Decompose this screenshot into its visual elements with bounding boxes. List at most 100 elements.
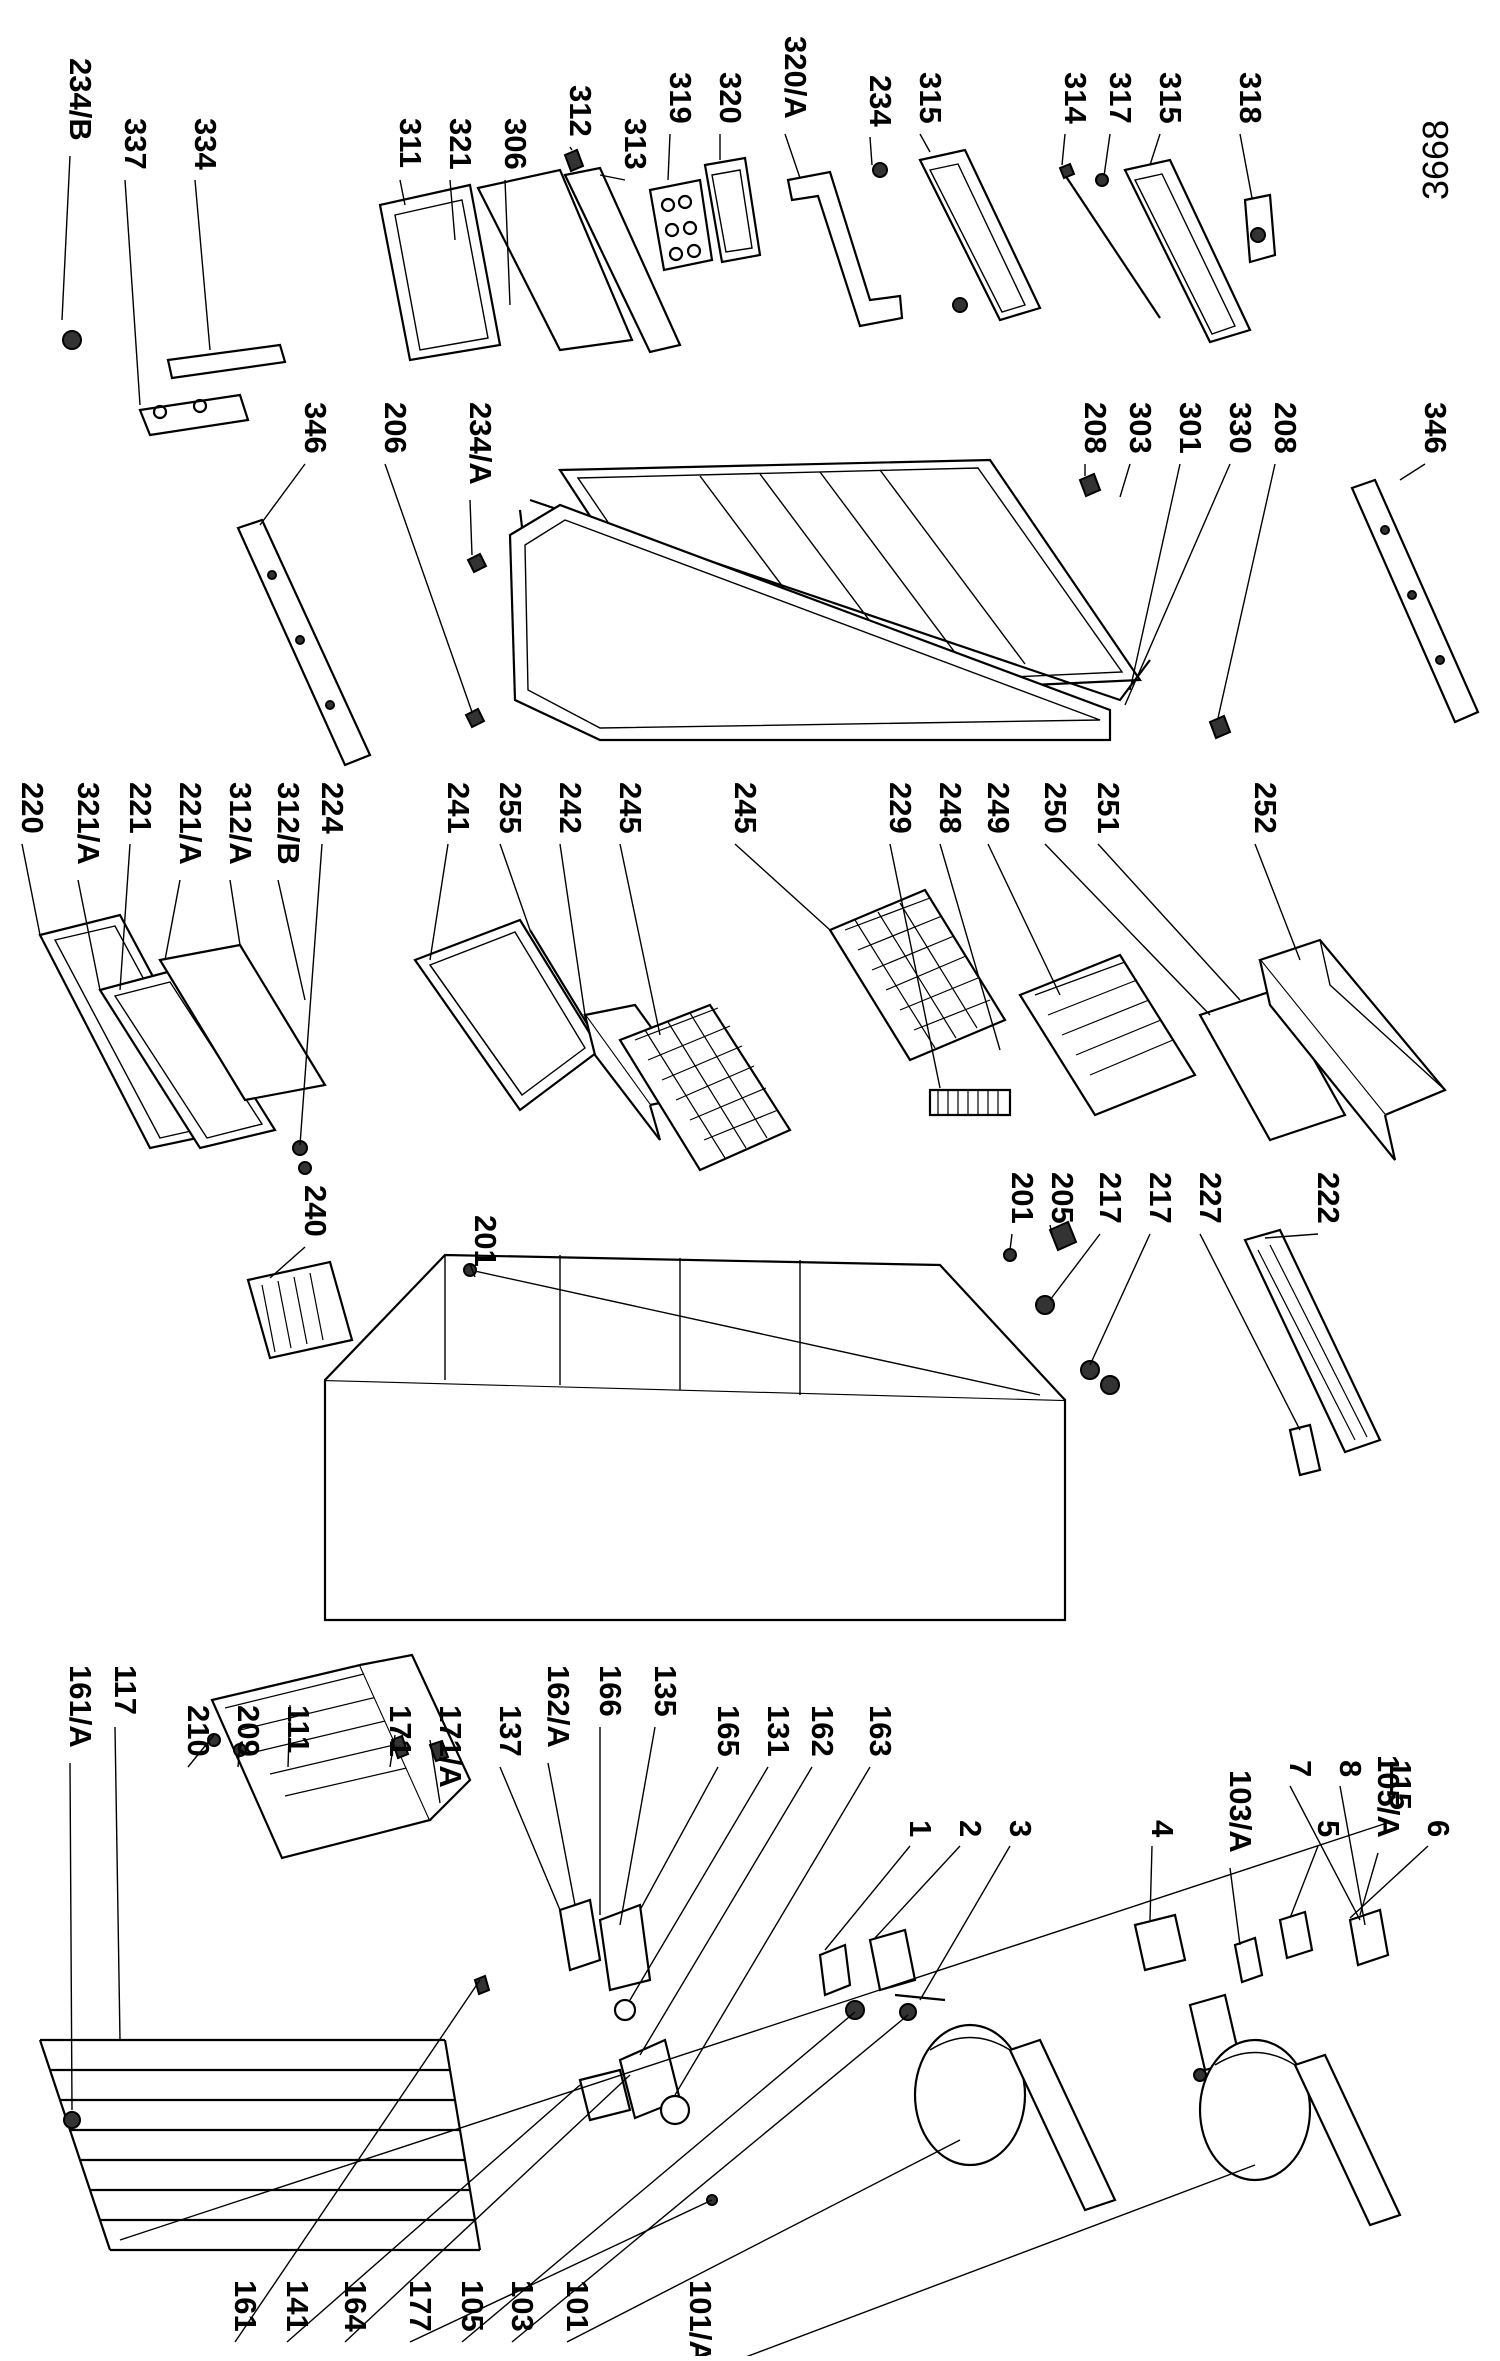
part-245-wire-shelf-a	[618, 1003, 792, 1172]
part-number-label: 241	[441, 782, 476, 834]
leader-line	[499, 1766, 561, 1911]
part-number-label: 346	[298, 402, 333, 454]
part-317-screw	[1095, 173, 1109, 187]
part-number-label: 312/B	[271, 782, 306, 865]
part-number-label: 334	[188, 118, 223, 170]
part-234-screw	[872, 162, 888, 178]
leader-line	[547, 1762, 576, 1906]
part-number-label: 101/A	[683, 2280, 718, 2356]
leader-line	[511, 2014, 909, 2343]
leader-line	[1044, 843, 1211, 1016]
part-number-label: 206	[378, 402, 413, 454]
part-234a-screw	[466, 552, 488, 574]
part-number-label: 210	[181, 1705, 216, 1757]
part-number-label: 234/B	[63, 58, 98, 141]
part-number-label: 317	[1103, 72, 1138, 124]
part-number-label: 131	[761, 1705, 796, 1757]
part-number-label: 255	[493, 782, 528, 834]
drawing-number: 3668	[1415, 120, 1456, 200]
part-111-evaporator	[210, 1653, 472, 1860]
part-number-label: 337	[118, 118, 153, 170]
part-number-label: 252	[1248, 782, 1283, 834]
leader-line	[287, 1704, 291, 1768]
part-number-label: 103	[505, 2280, 540, 2332]
leader-line	[1359, 1852, 1379, 1916]
leader-line	[1289, 1785, 1361, 1921]
part-number-label: 8	[1333, 1760, 1368, 1777]
leader-line	[384, 463, 473, 713]
part-314-rod	[1058, 162, 1161, 319]
part-number-label: 161	[228, 2280, 263, 2332]
part-number-label: 171	[383, 1705, 418, 1757]
part-number-label: 141	[280, 2280, 315, 2332]
part-number-label: 315	[913, 72, 948, 124]
leader-line	[237, 1744, 241, 1768]
part-number-label: 330	[1223, 402, 1258, 454]
part-number-label: 162	[805, 1705, 840, 1757]
leader-line	[667, 133, 671, 181]
part-number-label: 111	[281, 1705, 316, 1753]
part-252-crisper-drawer	[1258, 938, 1447, 1161]
part-number-label: 166	[593, 1665, 628, 1717]
part-number-label: 162/A	[541, 1665, 576, 1748]
part-number-label: 319	[663, 72, 698, 124]
part-number-label: 242	[553, 782, 588, 834]
part-number-label: 7	[1283, 1760, 1318, 1777]
part-number-label: 165	[711, 1705, 746, 1757]
leader-line	[784, 133, 801, 179]
part-221-frame	[98, 968, 277, 1150]
leader-line	[1119, 463, 1131, 498]
leader-line	[234, 1979, 481, 2343]
part-number-label: 217	[1143, 1172, 1178, 1224]
leader-line	[69, 1762, 73, 2111]
leader-line	[277, 879, 306, 1001]
leader-line	[409, 2199, 713, 2343]
part-number-label: 318	[1233, 72, 1268, 124]
part-101a-compressor	[1198, 2038, 1402, 2227]
leader-line	[286, 2084, 581, 2343]
part-315b-door-bin	[1123, 158, 1252, 344]
part-224-screw	[292, 1140, 312, 1175]
part-number-label: 171/A	[433, 1705, 468, 1788]
leader-line	[919, 133, 931, 153]
leader-line	[1149, 133, 1161, 166]
part-number-label: 209	[231, 1705, 266, 1757]
leader-line	[619, 1726, 656, 1926]
leader-line	[429, 843, 449, 961]
part-number-label: 201	[1005, 1172, 1040, 1224]
part-number-label: 201	[468, 1215, 503, 1267]
part-number-label: 222	[1311, 1172, 1346, 1224]
part-number-label: 5	[1311, 1820, 1346, 1837]
part-240-ice-tray	[246, 1260, 354, 1360]
leader-line	[939, 843, 1001, 1051]
part-320-butter-box	[703, 156, 762, 264]
leader-line	[1049, 1233, 1101, 1301]
leader-line	[469, 1263, 476, 1278]
part-221a-glass	[158, 943, 327, 1102]
part-number-label: 303	[1123, 402, 1158, 454]
leader-line	[1399, 463, 1426, 481]
leader-line	[299, 843, 323, 1146]
part-number-label: 163	[863, 1705, 898, 1757]
part-number-label: 137	[493, 1705, 528, 1757]
part-number-label: 315	[1153, 72, 1188, 124]
part-number-label: 217	[1093, 1172, 1128, 1224]
leader-line	[1103, 133, 1111, 177]
part-171-sensor	[390, 1734, 450, 1763]
part-number-label: 221/A	[173, 782, 208, 865]
leader-line	[1061, 133, 1066, 166]
leader-line	[1199, 1233, 1301, 1431]
leader-line	[429, 1739, 441, 1804]
part-229-grille	[928, 1088, 1012, 1117]
part-number-label: 240	[298, 1185, 333, 1237]
leader-line	[1239, 133, 1253, 199]
leader-line	[919, 1845, 1011, 2001]
part-number-label: 312	[563, 85, 598, 137]
part-number-label: 245	[728, 782, 763, 834]
part-number-label: 1	[903, 1820, 938, 1837]
part-248-drawer-cover-frame	[1018, 953, 1197, 1117]
leader-line	[1264, 1233, 1319, 1239]
part-241-shelf-frame	[413, 918, 602, 1112]
